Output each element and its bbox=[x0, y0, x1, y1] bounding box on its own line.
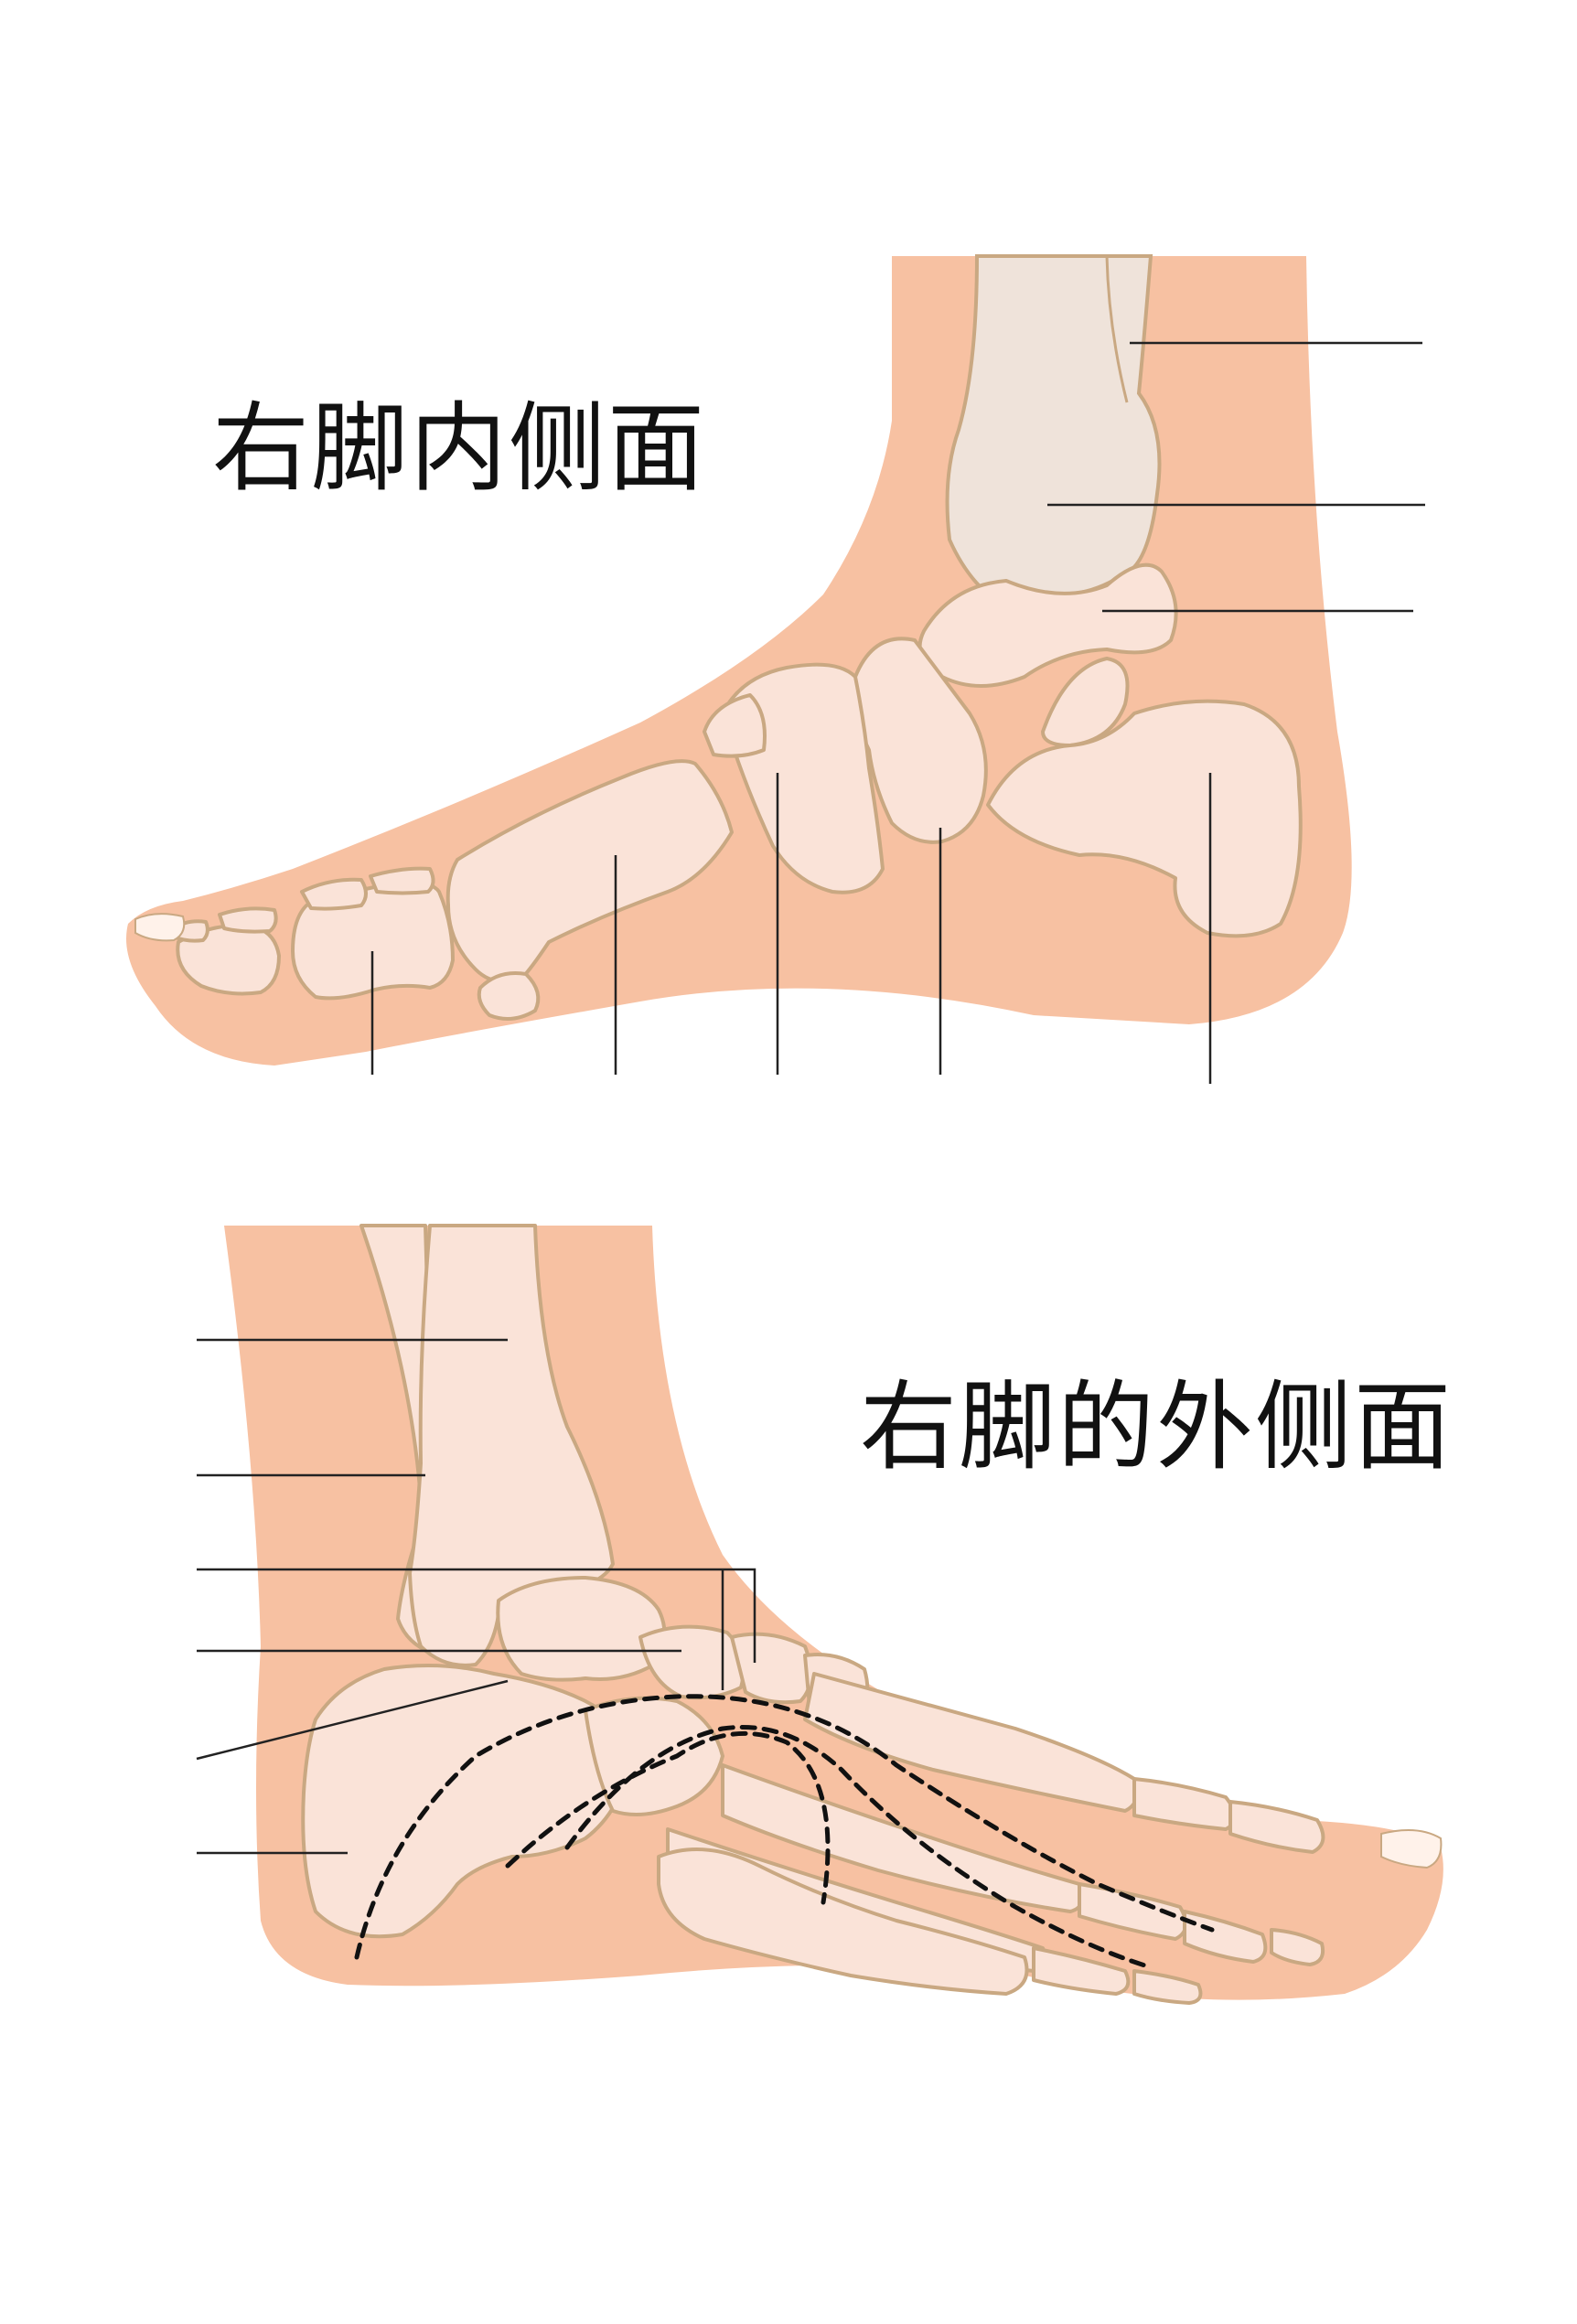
lateral-cuneiform-1 bbox=[732, 1634, 810, 1703]
lateral-view-title: 右脚的外侧面 bbox=[860, 1379, 1453, 1476]
lateral-foot-view bbox=[197, 1226, 1443, 2003]
lateral-talus bbox=[498, 1578, 664, 1680]
medial-foot-view bbox=[126, 256, 1425, 1084]
medial-lesser-toe-bone-3 bbox=[220, 908, 276, 931]
medial-toenail bbox=[135, 914, 184, 940]
medial-tibia bbox=[948, 256, 1160, 608]
medial-sesamoid bbox=[479, 973, 539, 1019]
medial-view-title: 右脚内侧面 bbox=[212, 401, 706, 498]
medial-lesser-toe-bone-2 bbox=[370, 869, 434, 894]
